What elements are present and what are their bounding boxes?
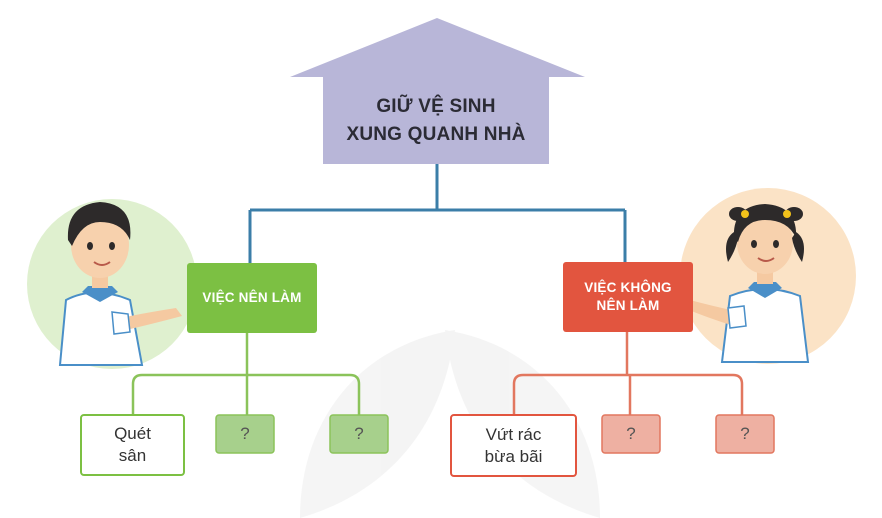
good-item-box-3 <box>329 414 389 454</box>
good-category-box <box>187 263 317 333</box>
bad-item-box-2 <box>601 414 661 454</box>
good-item-1-line-2: sân <box>118 446 147 465</box>
good-item-1-line-1: Quét <box>114 424 151 443</box>
good-subtree <box>131 333 361 418</box>
bad-item-1: Vứt rác bừa bãi <box>451 415 576 476</box>
tree-connector <box>248 164 627 264</box>
bad-item-box-3 <box>715 414 775 454</box>
good-category-label: VIỆC NÊN LÀM <box>187 263 317 333</box>
good-item-1: Quét sân <box>81 415 184 475</box>
bad-category-line-1: VIỆC KHÔNG <box>584 280 672 295</box>
good-item-2: ? <box>240 424 250 443</box>
bad-subtree <box>512 332 744 418</box>
good-item-box-2 <box>215 414 275 454</box>
boy-illustration-icon <box>58 202 182 366</box>
root-title: GIỮ VỆ SINH XUNG QUANH NHÀ <box>323 78 549 164</box>
house-roof <box>290 18 585 77</box>
bad-item-box-1 <box>450 414 577 477</box>
bad-item-2: ? <box>626 424 636 443</box>
root-title-line-1: GIỮ VỆ SINH <box>376 96 496 117</box>
root-title-line-2: XUNG QUANH NHÀ <box>346 124 526 145</box>
bad-category-label: VIỆC KHÔNG NÊN LÀM <box>563 262 693 332</box>
girl-illustration-icon <box>684 204 810 363</box>
bad-item-3: ? <box>740 424 750 443</box>
good-item-3: ? <box>354 424 364 443</box>
bad-category-box <box>563 262 693 332</box>
bad-item-1-line-1: Vứt rác <box>485 424 542 444</box>
good-item-box-1 <box>80 414 185 476</box>
bad-item-1-line-2: bừa bãi <box>484 446 543 466</box>
house-body <box>323 76 549 164</box>
good-category-text: VIỆC NÊN LÀM <box>202 290 302 305</box>
bad-category-line-2: NÊN LÀM <box>596 298 660 313</box>
